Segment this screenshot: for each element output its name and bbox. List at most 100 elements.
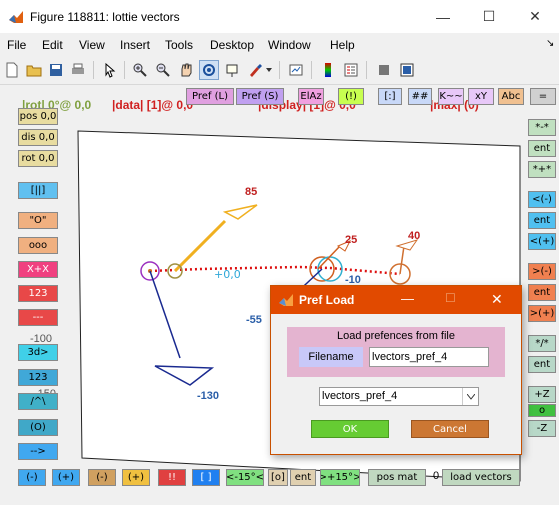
vector-label: -10 [345, 274, 361, 286]
circle-o-button[interactable]: (O) [18, 419, 58, 436]
undock-arrow-icon[interactable]: ↘ [546, 38, 555, 49]
rotate-plus-15-button[interactable]: >+15°> [320, 469, 360, 486]
caret-button[interactable]: /^\ [18, 393, 58, 410]
123-blue-button[interactable]: 123 [18, 369, 58, 386]
menu-file[interactable]: File [7, 38, 27, 52]
pointer-icon[interactable] [100, 60, 120, 80]
olive-node-circle [167, 263, 183, 279]
hide-plot-tools-icon[interactable] [374, 60, 394, 80]
pos-button[interactable]: pos 0,0 [18, 108, 58, 125]
pref-save-button[interactable]: Pref (S) [236, 88, 284, 105]
quote-o-button[interactable]: "O" [18, 212, 58, 229]
save-icon[interactable] [46, 60, 66, 80]
toolbar-separator [311, 61, 312, 79]
load-vectors-button[interactable]: load vectors [442, 469, 520, 486]
rot-button[interactable]: rot 0,0 [18, 150, 58, 167]
close-button[interactable]: ✕ [529, 8, 541, 24]
dialog-close-button[interactable]: ✕ [491, 291, 503, 307]
star-slash-button[interactable]: */* [528, 335, 556, 352]
data-cursor-icon[interactable] [222, 60, 242, 80]
pos-mat-button[interactable]: pos mat [368, 469, 426, 486]
plus-z-button[interactable]: +Z [528, 386, 556, 403]
arrow-button[interactable]: --> [18, 443, 58, 460]
xy-button[interactable]: xY [468, 88, 494, 105]
prefs-file-select[interactable]: lvectors_pref_4 [319, 387, 479, 406]
dash-red-button[interactable]: --- [18, 309, 58, 326]
elaz-button[interactable]: ElAz [298, 88, 324, 105]
ent-bottom-button[interactable]: ent [290, 469, 316, 486]
link-plot-icon[interactable] [286, 60, 306, 80]
show-plot-tools-icon[interactable] [397, 60, 417, 80]
3d-button[interactable]: 3d> [18, 344, 58, 361]
ooo-button[interactable]: ooo [18, 237, 58, 254]
123-red-button[interactable]: 123 [18, 285, 58, 302]
cancel-button[interactable]: Cancel [411, 420, 489, 438]
exclaim-button[interactable]: (!) [338, 88, 364, 105]
brush-dropdown-icon[interactable] [264, 60, 274, 80]
ok-button[interactable]: OK [311, 420, 389, 438]
dialog-maximize-button[interactable]: ☐ [445, 291, 456, 305]
legend-icon[interactable] [341, 60, 361, 80]
left-minus-button[interactable]: <(-) [528, 191, 556, 208]
o-button[interactable]: o [528, 404, 556, 417]
menu-bar: File Edit View Insert Tools Desktop Wind… [0, 33, 559, 57]
colon-button[interactable]: [:] [378, 88, 402, 105]
brush-icon[interactable] [245, 60, 265, 80]
chevron-down-icon[interactable] [462, 388, 478, 405]
ent-button[interactable]: ent [528, 140, 556, 157]
filename-input[interactable]: lvectors_pref_4 [369, 347, 489, 367]
menu-view[interactable]: View [79, 38, 105, 52]
menu-desktop[interactable]: Desktop [210, 38, 255, 52]
rotate-3d-icon[interactable] [199, 60, 219, 80]
matlab-logo-icon [279, 294, 293, 306]
vector-label: -55 [246, 314, 262, 326]
menu-tools[interactable]: Tools [165, 38, 194, 52]
ent-button[interactable]: ent [528, 356, 556, 373]
orange-node-circle [309, 256, 335, 282]
plus-orange-button[interactable]: (+) [122, 469, 150, 486]
minus-blue-button[interactable]: (-) [18, 469, 46, 486]
toolbar-separator [279, 61, 280, 79]
left-plus-button[interactable]: <(+) [528, 233, 556, 250]
hash-button[interactable]: ## [408, 88, 432, 105]
star-plus-button[interactable]: *+* [528, 161, 556, 178]
abc-button[interactable]: Abc [498, 88, 524, 105]
ent-button[interactable]: ent [528, 212, 556, 229]
brackets-button[interactable]: [ ] [192, 469, 220, 486]
rotate-minus-15-button[interactable]: <-15°< [226, 469, 264, 486]
minimize-button[interactable]: — [436, 8, 450, 25]
menu-help[interactable]: Help [330, 38, 355, 52]
plus-blue-button[interactable]: (+) [52, 469, 80, 486]
ent-button[interactable]: ent [528, 284, 556, 301]
y-tick-label: -100 [30, 333, 53, 345]
k-tilde-button[interactable]: K~~ [438, 88, 464, 105]
minus-z-button[interactable]: -Z [528, 420, 556, 437]
open-folder-icon[interactable] [24, 60, 44, 80]
pref-load-button[interactable]: Pref (L) [186, 88, 234, 105]
zoom-in-icon[interactable] [130, 60, 150, 80]
dialog-title-bar: Pref Load — ☐ ✕ [271, 286, 521, 314]
maximize-button[interactable]: ☐ [482, 8, 496, 24]
double-exclaim-button[interactable]: !! [158, 469, 186, 486]
pan-hand-icon[interactable] [176, 60, 196, 80]
menu-window[interactable]: Window [268, 38, 311, 52]
dialog-minimize-button[interactable]: — [401, 291, 414, 306]
colorbar-icon[interactable] [318, 60, 338, 80]
bracket-o-button[interactable]: [o] [268, 469, 288, 486]
right-minus-button[interactable]: >(-) [528, 263, 556, 280]
bars-button[interactable]: [||] [18, 182, 58, 199]
minus-orange-button[interactable]: (-) [88, 469, 116, 486]
menu-insert[interactable]: Insert [120, 38, 151, 52]
pref-load-dialog: Pref Load — ☐ ✕ Load prefences from file… [270, 285, 522, 455]
dis-button[interactable]: dis 0,0 [18, 129, 58, 146]
menu-edit[interactable]: Edit [42, 38, 63, 52]
blue-vector-line [149, 270, 181, 359]
print-icon[interactable] [68, 60, 88, 80]
right-plus-button[interactable]: >(+) [528, 305, 556, 322]
new-figure-icon[interactable] [2, 60, 22, 80]
star-minus-button[interactable]: *-* [528, 119, 556, 136]
right-node-circle [389, 263, 411, 285]
equals-button[interactable]: = [530, 88, 556, 105]
zoom-out-icon[interactable] [153, 60, 173, 80]
x-plus-x-button[interactable]: X+X [18, 261, 58, 278]
